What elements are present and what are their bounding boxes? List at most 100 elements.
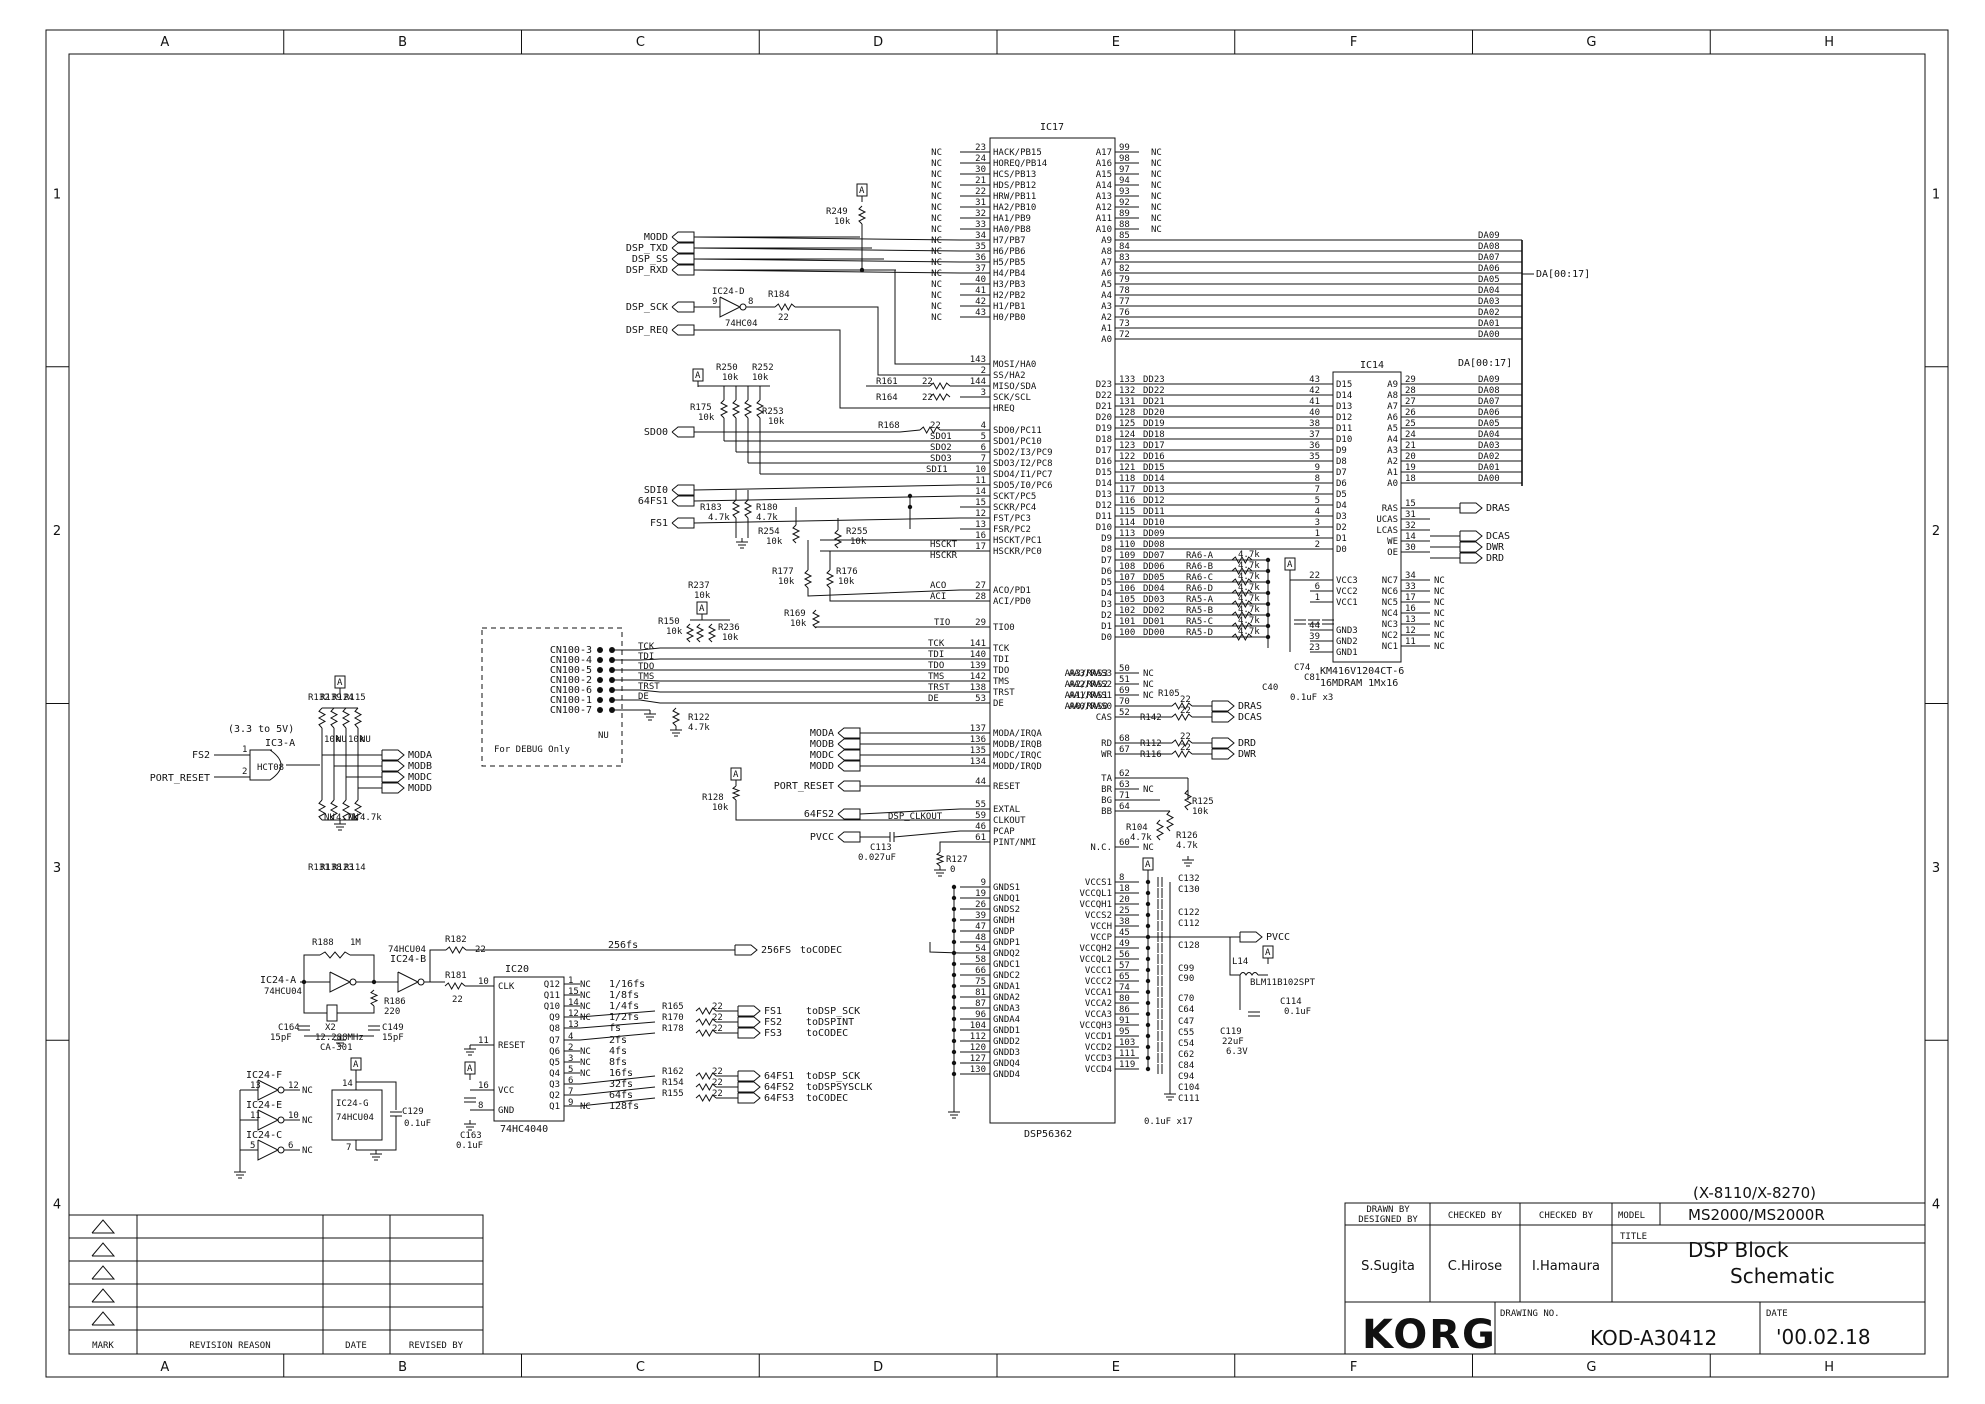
tb-label: DATE: [1766, 1309, 1788, 1319]
port-shape: [737, 1092, 761, 1104]
ic14-pin-number: 29: [1405, 375, 1416, 385]
fs-resistor: [695, 1006, 717, 1016]
ra-value: 4.7k: [1238, 605, 1260, 615]
power-flag-letter: A: [695, 371, 701, 381]
jtag-net-label: DE: [928, 694, 939, 704]
freq-label: 32fs: [609, 1079, 633, 1090]
sck-route: [795, 306, 960, 376]
ic17-pin-number: 6: [981, 443, 986, 453]
ground-junction: [951, 917, 957, 923]
ic17-pin-name: VCCC1: [1085, 966, 1112, 976]
mode-input-port: MODD: [810, 760, 861, 772]
vcc-decap: [1157, 954, 1163, 964]
ground: [334, 1036, 346, 1047]
ic14-pin-number: 18: [1405, 474, 1416, 484]
wire: [579, 1097, 656, 1107]
vcc-junction: [1145, 890, 1151, 896]
ic17-pin-number: 2: [981, 366, 986, 376]
port-label: DSP_REQ: [626, 325, 668, 336]
r249: [857, 205, 867, 225]
and-gate-outline: [249, 749, 282, 781]
inverter-body: [257, 1139, 280, 1161]
ic17-pin-number: 141: [970, 639, 986, 649]
ic17-pin-number: 48: [975, 933, 986, 943]
da-net-label-b: DA07: [1478, 397, 1500, 407]
nc-label: NC: [1434, 598, 1445, 608]
tb-checked-by-2: I.Hamaura: [1532, 1259, 1600, 1274]
ic17-pin-name: H7/PB7: [993, 236, 1026, 246]
r142: [1171, 712, 1193, 722]
nc-label: NC: [931, 236, 942, 246]
res-name: R169: [784, 609, 806, 619]
ic17-pin-number: 96: [975, 1010, 986, 1020]
ic17-pin-name: A14: [1096, 181, 1112, 191]
ground: [464, 1120, 476, 1131]
junction-dot: [907, 493, 913, 499]
ic17-pin-name: MOSI/HA0: [993, 360, 1036, 370]
ic17-pin-number: 14: [975, 487, 986, 497]
ic17-pin-number: 56: [1119, 950, 1130, 960]
ic14-pin-number: 22: [1309, 571, 1320, 581]
res-value: 22: [452, 995, 463, 1005]
dd-label: DD09: [1143, 529, 1165, 539]
ic17-pin-number: 133: [1119, 375, 1135, 385]
wire: [303, 982, 327, 1014]
da-net-label-b: DA04: [1478, 430, 1500, 440]
connector-pin: [597, 707, 603, 713]
l14-vcc-flag: A: [1262, 945, 1274, 964]
ic17-pin-name: VCCA3: [1085, 1010, 1112, 1020]
rev-header: REVISION REASON: [189, 1341, 270, 1351]
jtag-debug-section: CN100-3CN100-4CN100-5CN100-2CN100-6CN100…: [481, 581, 960, 767]
res-name: R112: [1140, 739, 1162, 749]
ground: [234, 1168, 246, 1179]
r161: [929, 381, 951, 391]
ic14-pin-number: 19: [1405, 463, 1416, 473]
res-name: R127: [946, 855, 968, 865]
ic14-pin-name: D14: [1336, 391, 1352, 401]
ic14-name: IC14: [1360, 360, 1384, 371]
res-value: NU: [348, 813, 359, 823]
r128: [731, 785, 741, 801]
ground: [464, 1045, 476, 1056]
ic14-pin-number: 34: [1405, 571, 1416, 581]
ic17-pin-number: 109: [1119, 551, 1135, 561]
ground: [670, 726, 682, 737]
ic14-pin-name: D15: [1336, 380, 1352, 390]
gate-input-label: FS2: [192, 750, 210, 761]
ic17-pin-name: D8: [1101, 545, 1112, 555]
wire: [579, 1086, 656, 1096]
dram-ctrl-port: DRAS: [1459, 502, 1510, 514]
mode-port: MODA: [381, 749, 432, 761]
power-flag-letter: A: [1265, 948, 1271, 958]
dd-label: DD13: [1143, 485, 1165, 495]
ic17-pin-number: 12: [975, 509, 986, 519]
aa-label: AA3/RAS3: [1065, 669, 1108, 679]
nc-label: NC: [931, 313, 942, 323]
port-label: PORT_RESET: [774, 781, 834, 792]
inductor: [1239, 972, 1259, 976]
nc-label: NC: [580, 1102, 591, 1112]
vcc-decap: [1157, 888, 1163, 898]
port-shape: [671, 264, 695, 276]
ic14-pin-number: 1: [1315, 593, 1320, 603]
ic17-pin-number: 16: [975, 531, 986, 541]
res-name: R104: [1126, 823, 1148, 833]
cap-label: C54: [1178, 1039, 1194, 1049]
vcc-junction: [1145, 1000, 1151, 1006]
aco-wire: [807, 588, 961, 597]
mode-pullup: [341, 707, 351, 729]
nc-label: NC: [931, 247, 942, 257]
vcc-decap: [1157, 998, 1163, 1008]
ra-label: RA5-D: [1186, 628, 1213, 638]
jtag-signal-label: DE: [638, 692, 649, 702]
ic17-pin-number: 69: [1119, 686, 1130, 696]
ic17-pin-number: 116: [1119, 496, 1135, 506]
fs64-wire: [693, 495, 961, 502]
wire: [579, 1075, 656, 1085]
port-label: FS3: [764, 1028, 782, 1039]
ic17-pin-number: 9: [981, 878, 986, 888]
vcc-junction: [1145, 956, 1151, 962]
pin-name: Q1: [549, 1102, 560, 1112]
ic14-pin-number: 20: [1405, 452, 1416, 462]
r188: [319, 951, 351, 959]
